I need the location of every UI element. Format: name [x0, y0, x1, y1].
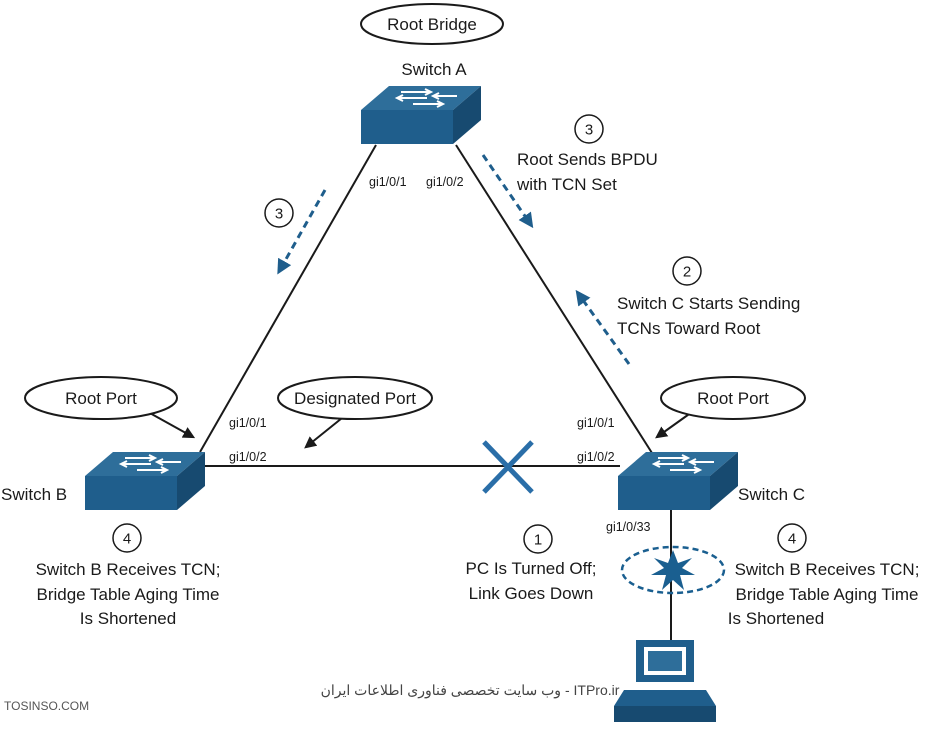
link-a-c	[455, 144, 653, 454]
switch-a-label: Switch A	[401, 60, 467, 79]
svg-text:4: 4	[788, 531, 796, 548]
link-failure-x	[482, 440, 534, 494]
step-4-left-line1: Switch B Receives TCN;	[36, 560, 221, 579]
step-4-left: 4	[112, 523, 142, 553]
step-4-right-text: Switch B Receives TCN; Bridge Table Agin…	[728, 560, 920, 628]
callout-root-bridge: Root Bridge	[360, 3, 504, 45]
root-bridge-label: Root Bridge	[387, 15, 477, 34]
switch-icon	[618, 452, 738, 510]
switch-c-label: Switch C	[738, 485, 805, 504]
step-2-line2: TCNs Toward Root	[617, 319, 761, 338]
switch-a[interactable]: Switch A	[361, 60, 481, 144]
step-2-text: Switch C Starts Sending TCNs Toward Root	[617, 294, 800, 338]
link-a-b	[199, 144, 377, 453]
switch-b-label: Switch B	[1, 485, 67, 504]
port-b-gi1: gi1/0/1	[229, 416, 267, 430]
svg-text:3: 3	[585, 122, 593, 139]
port-c-gi2: gi1/0/2	[577, 450, 615, 464]
arrow-a-to-c	[481, 154, 534, 229]
switch-icon	[361, 86, 481, 144]
step-4-right-line2: Bridge Table Aging Time	[735, 585, 918, 604]
port-labels: gi1/0/1 gi1/0/2 gi1/0/1 gi1/0/2 gi1/0/1 …	[229, 175, 651, 534]
step-4-left-text: Switch B Receives TCN; Bridge Table Agin…	[36, 560, 221, 628]
svg-text:1: 1	[534, 532, 542, 549]
root-port-c-label: Root Port	[697, 389, 769, 408]
arrow-a-to-b	[277, 189, 327, 275]
step-2: 2	[672, 256, 702, 286]
step-3-left: 3	[264, 198, 294, 228]
step-2-line1: Switch C Starts Sending	[617, 294, 800, 313]
step-4-left-line2: Bridge Table Aging Time	[36, 585, 219, 604]
svg-text:2: 2	[683, 264, 691, 281]
designated-port-label: Designated Port	[294, 389, 416, 408]
callout-designated-port: Designated Port	[277, 376, 433, 420]
step-3-right: 3	[574, 114, 604, 144]
flow-arrows	[277, 154, 631, 365]
callout-root-port-c: Root Port	[660, 376, 806, 420]
step-4-right-line1: Switch B Receives TCN;	[735, 560, 920, 579]
switch-b[interactable]: Switch B	[1, 452, 205, 510]
arrow-c-to-a	[575, 289, 631, 365]
step-1: 1	[523, 524, 553, 554]
step-circles: 3 3 2 4 1 4	[112, 114, 807, 554]
step-4-right: 4	[777, 523, 807, 553]
port-a-gi1: gi1/0/1	[369, 175, 407, 189]
root-port-b-label: Root Port	[65, 389, 137, 408]
port-a-gi2: gi1/0/2	[426, 175, 464, 189]
links	[199, 144, 672, 640]
burst-icon	[651, 550, 695, 590]
svg-text:4: 4	[123, 531, 131, 548]
step-4-right-line3: Is Shortened	[728, 609, 824, 628]
port-c-gi33: gi1/0/33	[606, 520, 651, 534]
step-1-text: PC Is Turned Off; Link Goes Down	[465, 559, 596, 603]
step-3-text: Root Sends BPDU with TCN Set	[516, 150, 658, 194]
pc[interactable]	[614, 640, 716, 722]
port-c-gi1: gi1/0/1	[577, 416, 615, 430]
watermark-center: ITPro.ir - وب سایت تخصصی فناوری اطلاعات …	[321, 682, 620, 699]
step-1-line1: PC Is Turned Off;	[465, 559, 596, 578]
step-4-left-line3: Is Shortened	[80, 609, 176, 628]
step-1-line2: Link Goes Down	[469, 584, 594, 603]
watermark-left: TOSINSO.COM	[4, 699, 89, 713]
link-down-burst	[620, 545, 726, 595]
pc-icon	[614, 640, 716, 722]
svg-text:3: 3	[275, 206, 283, 223]
switch-icon	[85, 452, 205, 510]
callout-root-port-b: Root Port	[24, 376, 178, 420]
step-3-line1: Root Sends BPDU	[517, 150, 658, 169]
switch-c[interactable]: Switch C	[618, 452, 805, 510]
step-3-line2: with TCN Set	[516, 175, 617, 194]
port-b-gi2: gi1/0/2	[229, 450, 267, 464]
